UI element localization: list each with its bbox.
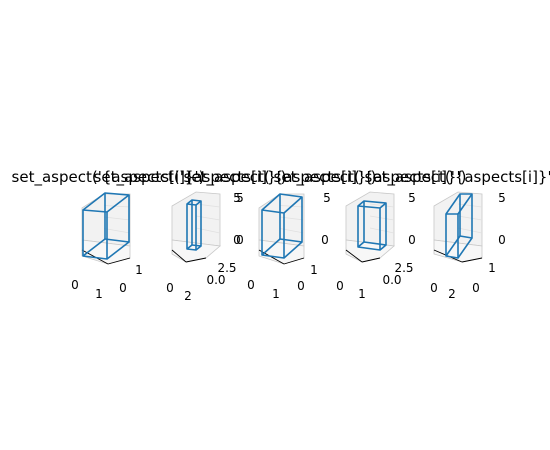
- z-tick-label: 5: [233, 191, 241, 205]
- box-edge: [82, 192, 106, 211]
- y-tick-label: 1: [135, 263, 143, 277]
- z-tick-label: 0: [233, 233, 241, 247]
- box-edge: [186, 244, 193, 250]
- grid-line: [369, 227, 395, 234]
- x-tick-label: 1: [272, 287, 280, 301]
- z-tick-label: 5: [236, 191, 244, 205]
- y-axis-line: [461, 257, 483, 263]
- box-edge: [379, 202, 387, 209]
- box-edge: [82, 238, 106, 257]
- subplot-title: set_aspect('{aspects[i]}'): [184, 168, 377, 187]
- y-tick-label: 0.0: [382, 273, 401, 287]
- box-edge: [445, 193, 461, 215]
- y-tick-label: 1: [310, 263, 318, 277]
- z-tick-label: 5: [323, 191, 331, 205]
- box-edge: [261, 193, 281, 211]
- grid-line: [195, 227, 221, 234]
- box-edge: [457, 237, 473, 259]
- grid-line: [195, 203, 221, 208]
- grid-line: [457, 215, 483, 221]
- subplot-2: set_aspect('{aspects[i]}')502.50.002: [94, 168, 287, 303]
- box-edge: [195, 245, 202, 251]
- grid-line: [457, 203, 483, 208]
- subplot-4: set_aspect('{aspects[i]}')502.50.001: [274, 168, 467, 301]
- y-tick-label: 1: [488, 261, 496, 275]
- box-edge: [457, 193, 473, 215]
- y-axis-line: [283, 257, 305, 265]
- box-edge: [445, 235, 461, 257]
- z-tick-label: 0: [408, 233, 416, 247]
- x-tick-label: 2: [448, 287, 456, 301]
- box-edge: [195, 200, 202, 206]
- z-tick-label: 5: [408, 191, 416, 205]
- x-tick-label: 0: [336, 279, 344, 293]
- subplot-title: set_aspect('{aspects[i]}'): [12, 168, 205, 187]
- x-axis-line: [345, 249, 363, 263]
- grid-line: [103, 228, 131, 234]
- x-tick-label: 0: [166, 281, 174, 295]
- x-tick-label: 0: [430, 281, 438, 295]
- box-edge: [283, 241, 303, 259]
- z-tick-label: 0: [321, 233, 329, 247]
- box-edge: [357, 241, 365, 248]
- grid-line: [103, 216, 131, 221]
- z-tick-label: 0: [498, 233, 506, 247]
- x-tick-label: 1: [358, 287, 366, 301]
- y-tick-label: 0: [119, 281, 127, 295]
- x-tick-label: 2: [184, 289, 192, 303]
- box-edge: [357, 200, 365, 207]
- box-edge: [261, 238, 281, 256]
- y-axis-line: [107, 257, 131, 265]
- z-tick-label: 5: [498, 191, 506, 205]
- y-axis-line: [185, 257, 207, 263]
- y-tick-label: 0.0: [206, 273, 225, 287]
- grid-line: [369, 215, 395, 221]
- x-tick-label: 1: [95, 287, 103, 301]
- x-tick-label: 0: [247, 278, 255, 292]
- y-tick-label: 2.5: [394, 261, 413, 275]
- box-edge: [106, 241, 130, 260]
- back-pane: [81, 193, 131, 247]
- grid-line: [457, 227, 483, 234]
- grid-line: [103, 205, 131, 208]
- subplot-title: set_aspect('{aspects[i]}'): [365, 168, 550, 187]
- subplot-title: set_aspect('{aspects[i]}'): [274, 168, 467, 187]
- y-tick-label: 0: [472, 281, 480, 295]
- y-tick-label: 2.5: [217, 261, 236, 275]
- y-tick-label: 0: [297, 279, 305, 293]
- box-edge: [186, 199, 193, 205]
- x-axis-line: [171, 249, 187, 263]
- box-edge: [283, 196, 303, 214]
- subplot-title: set_aspect('{aspects[i]}'): [94, 168, 287, 187]
- box-edge: [379, 244, 387, 251]
- grid-line: [195, 215, 221, 221]
- z-tick-label: 0: [236, 233, 244, 247]
- box-edge: [106, 194, 130, 213]
- y-axis-line: [361, 257, 381, 263]
- x-tick-label: 0: [71, 278, 79, 292]
